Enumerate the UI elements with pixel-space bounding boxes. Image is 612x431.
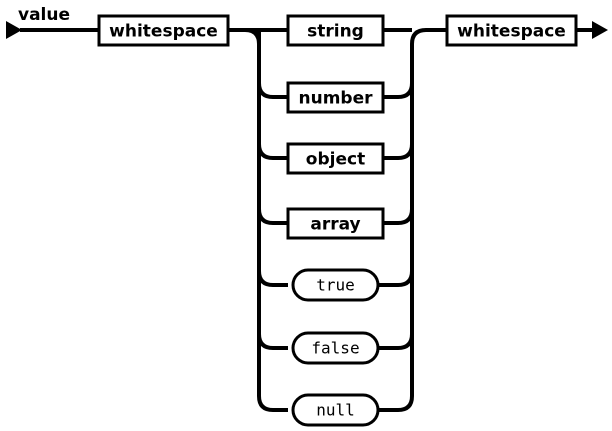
false-label: false (311, 339, 359, 358)
array-label: array (310, 215, 360, 235)
number-label: number (298, 89, 373, 109)
fork-left-branch-object (257, 143, 288, 160)
whitespace-right-label: whitespace (457, 22, 566, 42)
node-string: string (286, 14, 385, 47)
track-null-out (378, 395, 414, 412)
object-label: object (306, 150, 365, 170)
array-box (286, 207, 385, 240)
track-number-out (383, 82, 414, 99)
track-true-out (378, 270, 414, 287)
node-null: null (291, 393, 380, 427)
null-label: null (316, 401, 355, 420)
node-array: array (286, 207, 385, 240)
node-whitespace-right: whitespace (445, 14, 578, 47)
whitespace-left-label: whitespace (109, 22, 218, 42)
node-number: number (286, 81, 385, 114)
true-label: true (316, 276, 355, 295)
node-false: false (291, 331, 380, 365)
whitespace-right-box (445, 14, 578, 47)
track-false-out (378, 333, 414, 350)
node-object: object (286, 142, 385, 175)
fork-left-branch-array (257, 208, 288, 225)
track-array-out (383, 208, 414, 225)
fork-right-spine (410, 28, 447, 396)
track-object-out (383, 143, 414, 160)
fork-left-branch-number (244, 28, 288, 99)
rule-title: value (18, 5, 70, 25)
object-box (286, 142, 385, 175)
end-arrow-icon (592, 21, 608, 39)
fork-left-spine (257, 30, 288, 412)
start-arrow-icon (6, 21, 22, 39)
node-whitespace-left: whitespace (97, 14, 230, 47)
fork-left-branch-false (257, 333, 288, 350)
node-true: true (291, 268, 380, 302)
fork-left-branch-true (257, 270, 288, 287)
string-label: string (307, 22, 364, 42)
